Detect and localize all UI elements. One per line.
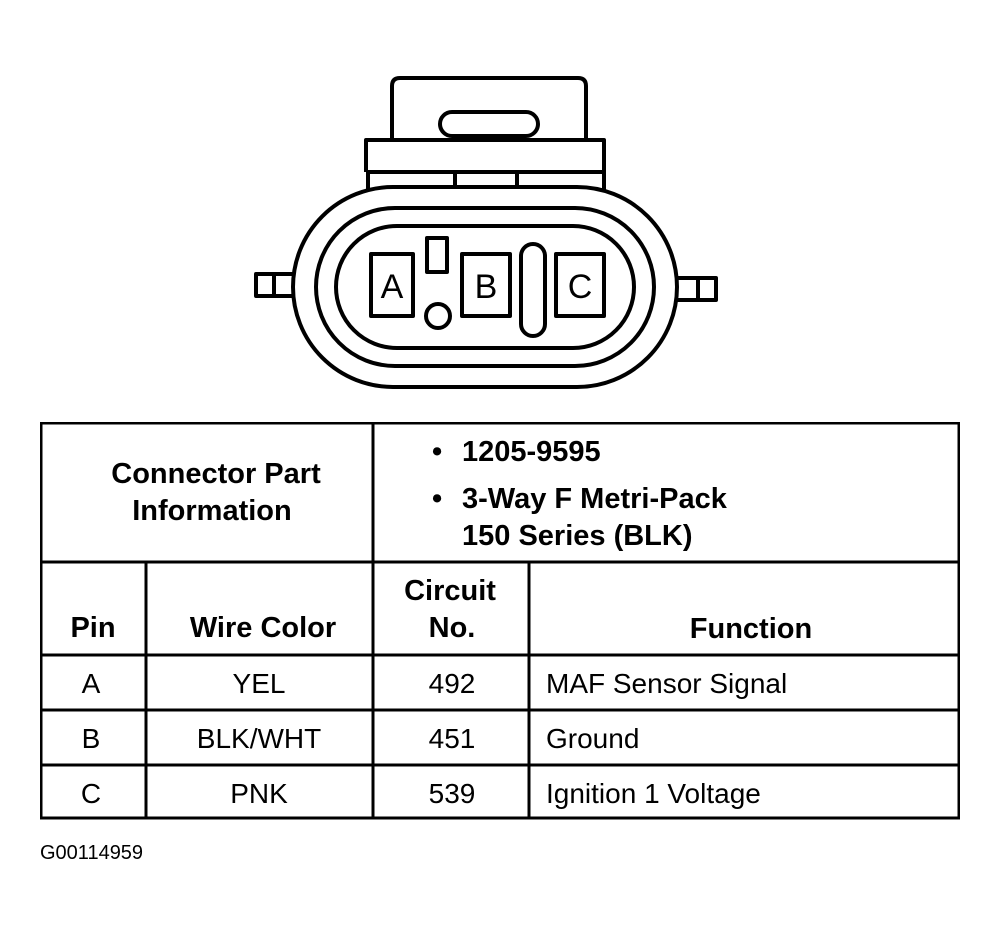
row-a-function: MAF Sensor Signal: [546, 668, 787, 699]
header-circuit-line2: No.: [429, 612, 476, 644]
key-hole: [424, 302, 452, 330]
header-pin: Pin: [70, 612, 115, 644]
row-a-pin: A: [82, 668, 101, 699]
row-a-circuit: 492: [429, 668, 476, 699]
bullet-2: •: [432, 483, 442, 515]
pin-b-label: B: [475, 268, 498, 306]
row-c-circuit: 539: [429, 778, 476, 809]
housing-outer: [291, 185, 679, 389]
locking-tab: [390, 76, 588, 142]
part-number: 1205-9595: [462, 436, 601, 468]
row-b-wire-color: BLK/WHT: [197, 723, 321, 754]
polarizing-rib: [519, 242, 547, 338]
tab-base: [364, 138, 606, 172]
connector-type-line2: 150 Series (BLK): [462, 520, 693, 552]
row-b-pin: B: [82, 723, 101, 754]
pin-a-cavity: [369, 252, 415, 318]
connector-pinout-table: Connector Part Information • 1205-9595 •…: [40, 422, 960, 820]
connector-face-diagram: A B C: [254, 76, 718, 389]
table-border: [40, 422, 960, 820]
connector-type-line1: 3-Way F Metri-Pack: [462, 483, 728, 515]
pin-c-cavity: [554, 252, 606, 318]
housing-inner: [334, 224, 636, 350]
connector-info-label-line2: Information: [132, 495, 292, 527]
header-circuit-line1: Circuit: [404, 575, 496, 607]
row-b-function: Ground: [546, 723, 639, 754]
pin-c-label: C: [568, 268, 593, 306]
pin-b-cavity: [460, 252, 512, 318]
pin-a-label: A: [381, 268, 404, 306]
figure-id: G00114959: [40, 842, 144, 864]
row-a-wire-color: YEL: [233, 668, 286, 699]
row-c-function: Ignition 1 Voltage: [546, 778, 761, 809]
row-c-pin: C: [81, 778, 101, 809]
row-b-circuit: 451: [429, 723, 476, 754]
key-slot-top: [425, 236, 449, 274]
header-function: Function: [690, 613, 812, 645]
connector-info-label-line1: Connector Part: [111, 458, 321, 490]
housing-middle: [314, 206, 656, 368]
row-c-wire-color: PNK: [230, 778, 288, 809]
lock-slot: [438, 110, 540, 138]
bullet-1: •: [432, 436, 442, 468]
header-wire-color: Wire Color: [190, 612, 336, 644]
